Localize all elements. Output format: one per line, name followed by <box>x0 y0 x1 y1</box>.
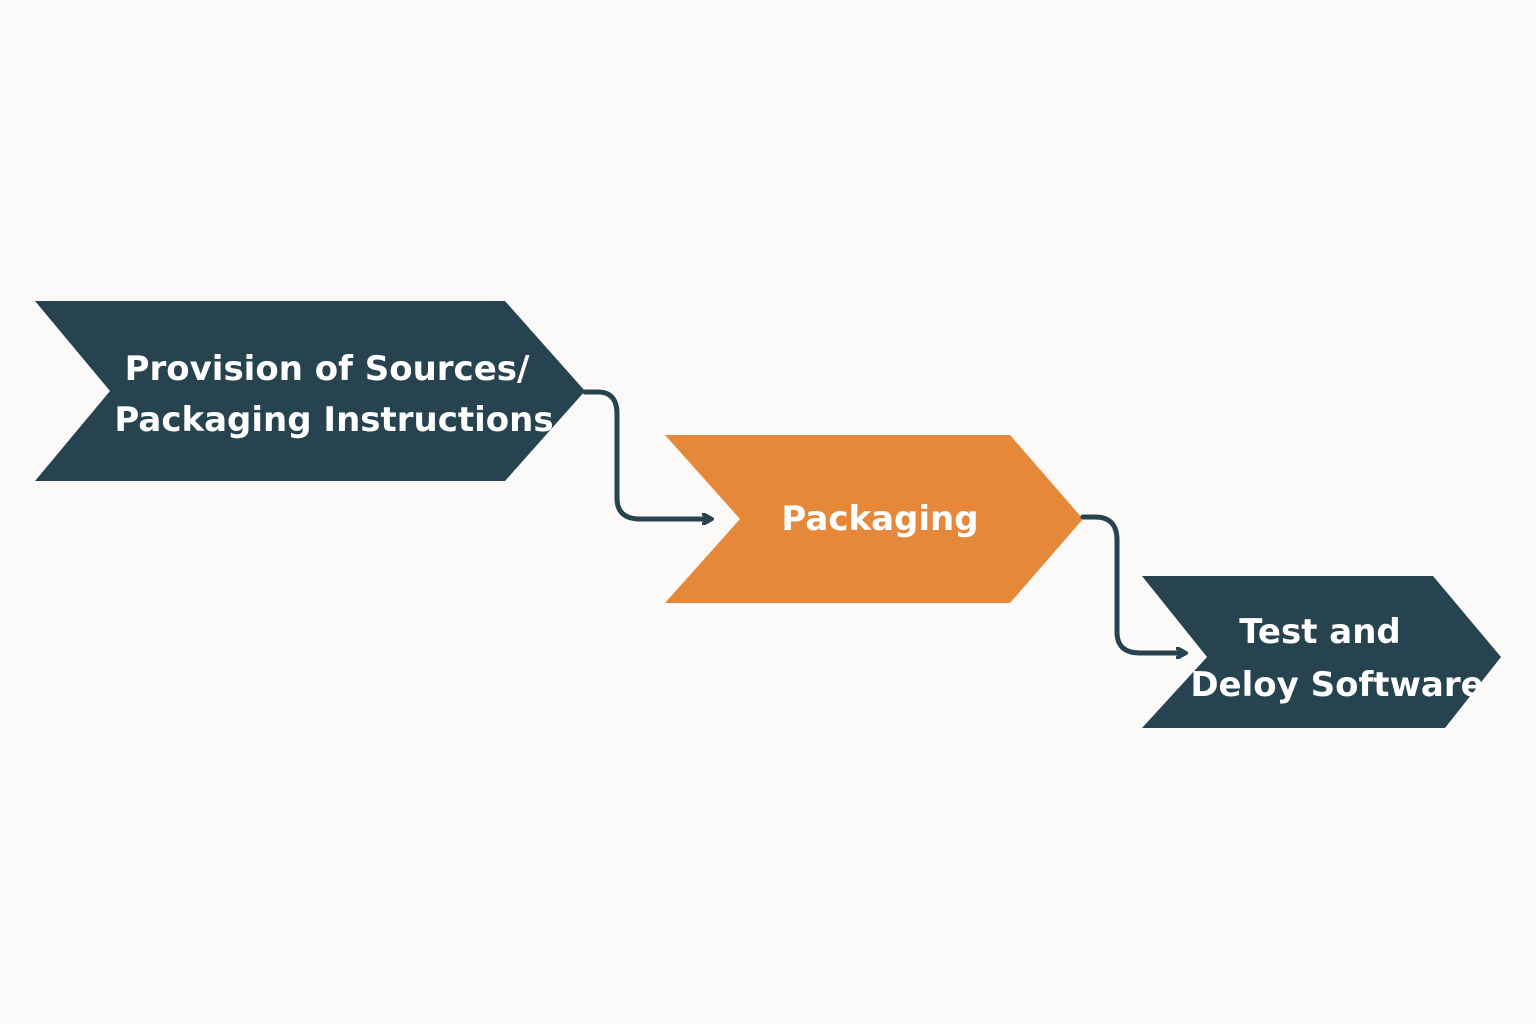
step-3-label-line-2: Deloy Software <box>1190 665 1483 705</box>
step-1-chevron <box>35 301 585 481</box>
step-provision-of-sources: Provision of Sources/ Packaging Instruct… <box>35 301 585 481</box>
step-2-label: Packaging <box>781 499 978 539</box>
connector-arrow-2 <box>1080 514 1182 653</box>
step-1-label-line-1: Provision of Sources/ <box>125 349 530 389</box>
step-3-chevron <box>1142 576 1501 728</box>
step-1-label-line-2: Packaging Instructions <box>114 400 553 440</box>
step-packaging: Packaging <box>665 435 1083 603</box>
step-test-and-deploy: Test and Deloy Software <box>1142 576 1501 728</box>
step-2-chevron <box>665 435 1083 603</box>
connector-arrow-1 <box>582 389 708 519</box>
step-3-label-line-1: Test and <box>1239 612 1401 652</box>
